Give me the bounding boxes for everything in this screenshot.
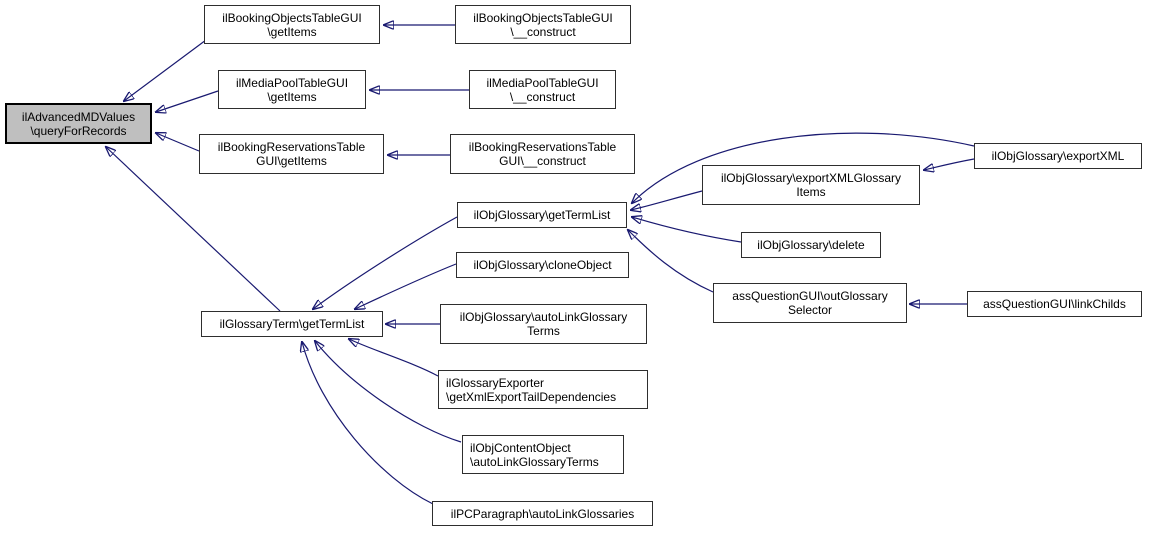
node-ilobjglossary-delete[interactable]: ilObjGlossary\delete (741, 232, 881, 258)
edge-delete-objGlossaryGetTermList (632, 217, 742, 243)
node-ilglossaryterm-gettermlist[interactable]: ilGlossaryTerm\getTermList (201, 311, 383, 337)
edge-glossaryTermGetTermList-queryForRecords (106, 147, 281, 312)
edge-glossaryExporter-glossaryTermGetTermList (349, 339, 439, 377)
edge-objContentObject-glossaryTermGetTermList (315, 341, 462, 443)
node-ilobjcontentobject-autolinkglossaryterms[interactable]: ilObjContentObject \autoLinkGlossaryTerm… (462, 435, 624, 474)
edge-bookingObjectsGetItems-queryForRecords (124, 39, 207, 101)
node-ilbookingreservationstablegui-getitems[interactable]: ilBookingReservationsTable GUI\getItems (199, 134, 384, 174)
edge-outGlossarySelector-objGlossaryGetTermList (628, 230, 714, 293)
node-ilglossaryexporter-getxmlexporttaildependencies[interactable]: ilGlossaryExporter \getXmlExportTailDepe… (438, 370, 648, 409)
node-ilbookingreservationstablegui-construct[interactable]: ilBookingReservationsTable GUI\__constru… (450, 134, 635, 174)
edge-exportXML-exportXMLGlossaryItems (924, 158, 975, 170)
node-ilobjglossary-autolinkglossaryterms[interactable]: ilObjGlossary\autoLinkGlossary Terms (440, 304, 647, 344)
node-ilobjglossary-cloneobject[interactable]: ilObjGlossary\cloneObject (456, 252, 629, 278)
node-ilbookingobjectstablegui-construct[interactable]: ilBookingObjectsTableGUI \__construct (455, 5, 631, 44)
edge-exportXMLGlossaryItems-objGlossaryGetTermList (631, 190, 703, 210)
edge-mediaPoolGetItems-queryForRecords (156, 90, 219, 112)
node-ilmediapooltablegui-getitems[interactable]: ilMediaPoolTableGUI \getItems (218, 70, 366, 109)
node-ilbookingobjectstablegui-getitems[interactable]: ilBookingObjectsTableGUI \getItems (204, 5, 380, 44)
node-assquestiongui-outglossaryselector[interactable]: assQuestionGUI\outGlossary Selector (713, 283, 907, 323)
node-ilobjglossary-exportxml[interactable]: ilObjGlossary\exportXML (974, 143, 1142, 169)
node-assquestiongui-linkchilds[interactable]: assQuestionGUI\linkChilds (967, 291, 1142, 317)
node-ilmediapooltablegui-construct[interactable]: ilMediaPoolTableGUI \__construct (469, 70, 616, 109)
node-ilpcparagraph-autolinkglossaries[interactable]: ilPCParagraph\autoLinkGlossaries (432, 501, 653, 526)
edge-objGlossaryGetTermList-glossaryTermGetTermList (313, 216, 458, 309)
edge-exportXML-objGlossaryGetTermList (632, 132, 975, 203)
node-ilobjglossary-exportxmlglossaryitems[interactable]: ilObjGlossary\exportXMLGlossary Items (702, 165, 920, 205)
edge-pcParagraph-glossaryTermGetTermList (302, 342, 434, 505)
node-ilobjglossary-gettermlist[interactable]: ilObjGlossary\getTermList (457, 202, 627, 228)
node-iladvancedmdvalues-queryforrecords: ilAdvancedMDValues \queryForRecords (5, 103, 152, 144)
edge-bookingReservationsGetItems-queryForRecords (156, 133, 200, 152)
edge-cloneObject-glossaryTermGetTermList (355, 263, 457, 309)
